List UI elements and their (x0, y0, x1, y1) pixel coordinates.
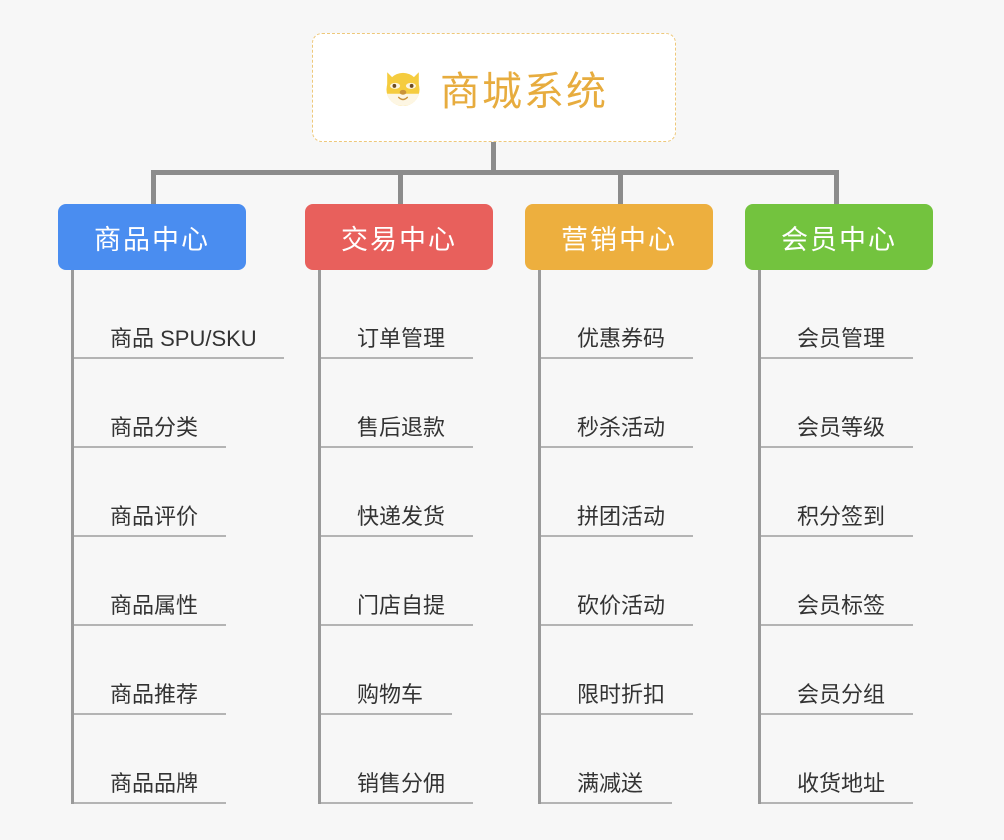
list-item[interactable]: 订单管理 (321, 270, 493, 359)
leaf-label: 商品推荐 (110, 682, 199, 707)
category-header-3[interactable]: 会员中心 (745, 204, 933, 270)
leaf-label: 销售分佣 (357, 771, 446, 796)
list-item[interactable]: 会员管理 (761, 270, 933, 359)
connector-root-stem (491, 142, 496, 172)
leaf-label: 会员管理 (797, 326, 886, 351)
category-header-1[interactable]: 交易中心 (305, 204, 493, 270)
leaf-label: 商品 SPU/SKU (110, 326, 257, 351)
leaf-label: 商品分类 (110, 415, 199, 440)
list-item[interactable]: 收货地址 (761, 715, 933, 804)
leaf-label: 优惠券码 (577, 326, 666, 351)
list-item[interactable]: 门店自提 (321, 537, 493, 626)
list-item[interactable]: 限时折扣 (541, 626, 713, 715)
connector-horizontal-bus (151, 170, 839, 175)
list-item[interactable]: 销售分佣 (321, 715, 493, 804)
leaf-label: 秒杀活动 (577, 415, 666, 440)
category-header-label-0: 商品中心 (94, 224, 210, 255)
leaf-label: 限时折扣 (577, 682, 666, 707)
list-item[interactable]: 商品 SPU/SKU (74, 270, 284, 359)
list-item[interactable]: 砍价活动 (541, 537, 713, 626)
category-column-2: 营销中心 优惠券码 秒杀活动 拼团活动 砍价活动 限时折扣 满减送 (525, 204, 713, 804)
list-item[interactable]: 商品分类 (74, 359, 246, 448)
list-item[interactable]: 积分签到 (761, 448, 933, 537)
leaf-label: 快递发货 (357, 504, 446, 529)
connector-drop-1 (151, 170, 156, 204)
list-item[interactable]: 会员标签 (761, 537, 933, 626)
leaf-label: 购物车 (357, 682, 424, 707)
category-header-2[interactable]: 营销中心 (525, 204, 713, 270)
leaf-label: 售后退款 (357, 415, 446, 440)
category-header-label-1: 交易中心 (341, 224, 457, 255)
leaf-list-3: 会员管理 会员等级 积分签到 会员标签 会员分组 收货地址 (758, 270, 933, 804)
leaf-label: 满减送 (577, 771, 644, 796)
leaf-label: 会员标签 (797, 593, 886, 618)
leaf-label: 门店自提 (357, 593, 446, 618)
category-header-label-3: 会员中心 (781, 224, 897, 255)
list-item[interactable]: 会员分组 (761, 626, 933, 715)
list-item[interactable]: 拼团活动 (541, 448, 713, 537)
list-item[interactable]: 满减送 (541, 715, 713, 804)
connector-drop-2 (398, 170, 403, 204)
list-item[interactable]: 优惠券码 (541, 270, 713, 359)
leaf-label: 订单管理 (357, 326, 446, 351)
leaf-label: 会员等级 (797, 415, 886, 440)
category-header-label-2: 营销中心 (561, 224, 677, 255)
list-item[interactable]: 商品评价 (74, 448, 246, 537)
leaf-label: 商品属性 (110, 593, 199, 618)
list-item[interactable]: 商品推荐 (74, 626, 246, 715)
leaf-list-1: 订单管理 售后退款 快递发货 门店自提 购物车 销售分佣 (318, 270, 493, 804)
leaf-label: 收货地址 (797, 771, 886, 796)
leaf-list-0: 商品 SPU/SKU 商品分类 商品评价 商品属性 商品推荐 商品品牌 (71, 270, 284, 804)
leaf-label: 会员分组 (797, 682, 886, 707)
root-node-mall-system[interactable]: 商城系统 (312, 33, 676, 142)
leaf-label: 拼团活动 (577, 504, 666, 529)
dog-face-icon (380, 65, 426, 111)
list-item[interactable]: 购物车 (321, 626, 493, 715)
list-item[interactable]: 售后退款 (321, 359, 493, 448)
root-node-title: 商城系统 (440, 69, 608, 114)
list-item[interactable]: 快递发货 (321, 448, 493, 537)
category-column-0: 商品中心 商品 SPU/SKU 商品分类 商品评价 商品属性 商品推荐 商品品牌 (58, 204, 284, 804)
leaf-list-2: 优惠券码 秒杀活动 拼团活动 砍价活动 限时折扣 满减送 (538, 270, 713, 804)
list-item[interactable]: 会员等级 (761, 359, 933, 448)
category-column-1: 交易中心 订单管理 售后退款 快递发货 门店自提 购物车 销售分佣 (305, 204, 493, 804)
category-header-0[interactable]: 商品中心 (58, 204, 246, 270)
list-item[interactable]: 商品品牌 (74, 715, 246, 804)
connector-drop-3 (618, 170, 623, 204)
leaf-label: 商品评价 (110, 504, 199, 529)
leaf-label: 商品品牌 (110, 771, 199, 796)
list-item[interactable]: 商品属性 (74, 537, 246, 626)
leaf-label: 积分签到 (797, 504, 886, 529)
leaf-label: 砍价活动 (577, 593, 666, 618)
connector-drop-4 (834, 170, 839, 204)
category-column-3: 会员中心 会员管理 会员等级 积分签到 会员标签 会员分组 收货地址 (745, 204, 933, 804)
list-item[interactable]: 秒杀活动 (541, 359, 713, 448)
